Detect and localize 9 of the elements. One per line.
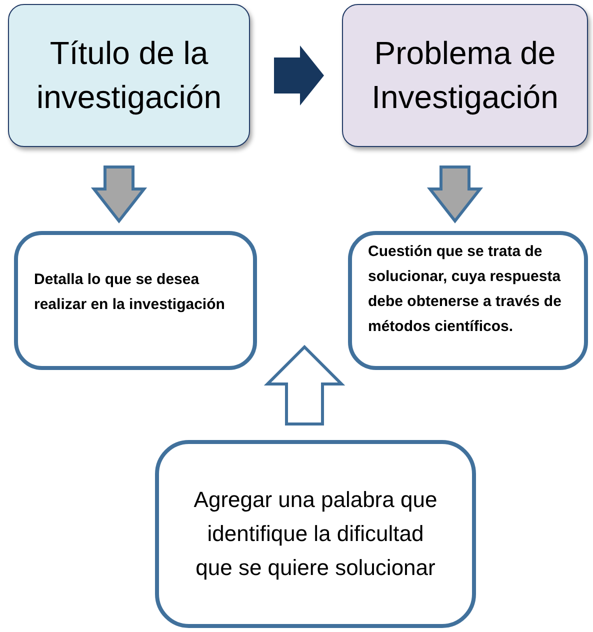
title-box: Título de la investigación [8,4,250,147]
problem-box: Problema de Investigación [342,4,588,147]
block-arrow [274,46,324,106]
note-box: Agregar una palabra que identifique la dificultad que se quiere solucionar [155,440,476,628]
block-arrow [426,166,484,224]
description-box: Cuestión que se trata de solucionar, cuya respuesta debe obtenerse a través de métodos científicos. [348,231,588,370]
block-arrow [264,344,346,426]
block-arrow [90,166,148,224]
description-box: Detalla lo que se desea realizar en la investigación [14,231,257,370]
